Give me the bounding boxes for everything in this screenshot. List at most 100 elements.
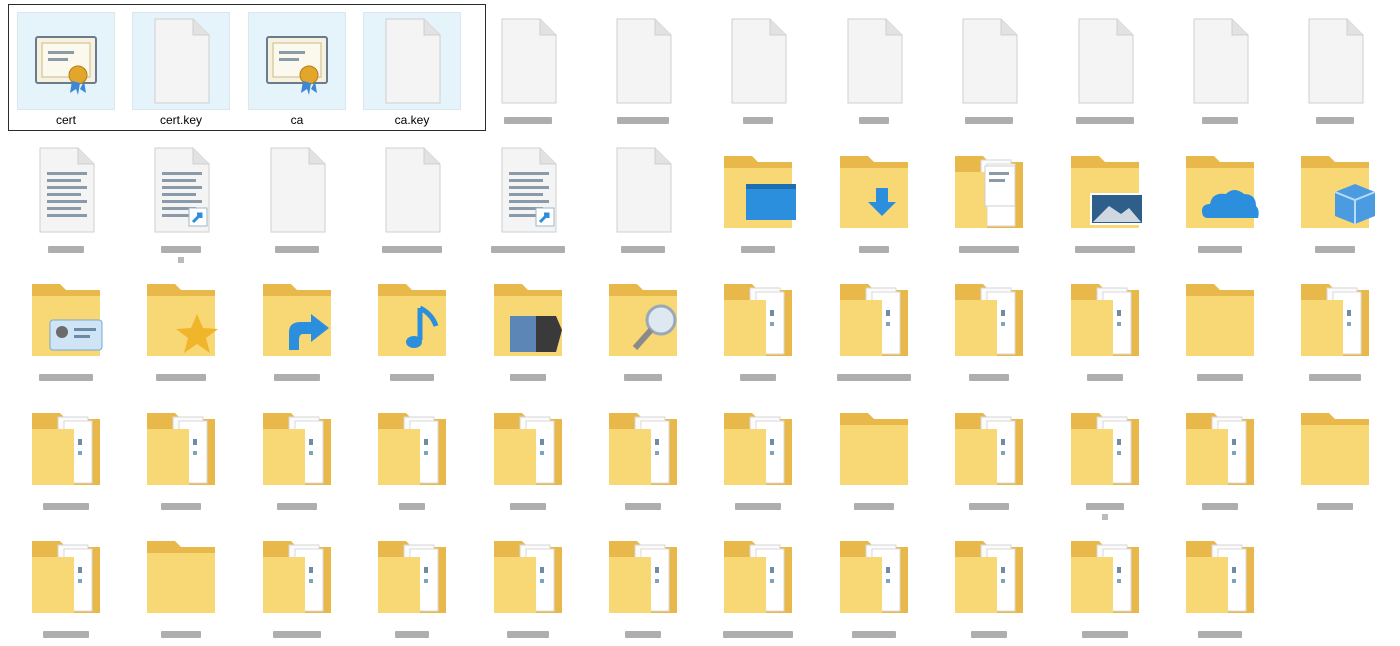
- obscured-name-label: [273, 631, 321, 638]
- item-thumbnail: [363, 398, 461, 496]
- file-item[interactable]: [585, 133, 701, 261]
- folder-item[interactable]: [816, 518, 932, 646]
- file-item[interactable]: ca: [239, 4, 355, 132]
- folder-item[interactable]: [816, 261, 932, 389]
- file-item[interactable]: [470, 4, 586, 132]
- folder-with-files-icon: [1186, 413, 1254, 485]
- folder-item[interactable]: [239, 261, 355, 389]
- file-item[interactable]: [354, 133, 470, 261]
- file-item[interactable]: [1277, 4, 1393, 132]
- folder-with-files-icon: [263, 413, 331, 485]
- folder-item[interactable]: [1277, 261, 1393, 389]
- file-item[interactable]: [1162, 4, 1278, 132]
- folder-item[interactable]: [470, 518, 586, 646]
- file-name-label: cert: [55, 113, 76, 127]
- folder-item[interactable]: [8, 518, 124, 646]
- folder-item[interactable]: [1047, 261, 1163, 389]
- item-thumbnail: [479, 526, 577, 624]
- obscured-name-label: [854, 503, 894, 510]
- folder-item[interactable]: [585, 261, 701, 389]
- folder-item[interactable]: [123, 261, 239, 389]
- item-thumbnail: [594, 269, 692, 367]
- folder-item[interactable]: [700, 261, 816, 389]
- folder-item[interactable]: [354, 390, 470, 518]
- item-thumbnail: [1171, 398, 1269, 496]
- folder-item[interactable]: [1162, 133, 1278, 261]
- folder-item[interactable]: [1162, 261, 1278, 389]
- obscured-name-label: [1316, 117, 1354, 124]
- folder-item[interactable]: [8, 261, 124, 389]
- folder-item[interactable]: [1047, 133, 1163, 261]
- obscured-name-label: [859, 246, 889, 253]
- obscured-name-label: [156, 374, 206, 381]
- item-thumbnail: [825, 398, 923, 496]
- folder-item[interactable]: [1047, 390, 1163, 520]
- obscured-name-label: [510, 374, 546, 381]
- folder-item[interactable]: [1047, 518, 1163, 646]
- folder-item[interactable]: [931, 390, 1047, 518]
- folder-item[interactable]: [700, 133, 816, 261]
- folder-item[interactable]: [585, 518, 701, 646]
- folder-with-files-icon: [494, 413, 562, 485]
- file-item[interactable]: [123, 133, 239, 263]
- folder-with-files-icon: [147, 413, 215, 485]
- file-item[interactable]: cert: [8, 4, 124, 132]
- file-item[interactable]: ca.key: [354, 4, 470, 132]
- item-thumbnail: [594, 141, 692, 239]
- obscured-name-label: [1309, 374, 1361, 381]
- folder-item[interactable]: [239, 390, 355, 518]
- pictures-folder-icon: [1071, 156, 1144, 228]
- obscured-name-label: [161, 631, 201, 638]
- file-item[interactable]: [239, 133, 355, 261]
- folder-item[interactable]: [1277, 133, 1393, 261]
- file-item[interactable]: cert.key: [123, 4, 239, 132]
- folder-item[interactable]: [239, 518, 355, 646]
- downloads-folder-icon: [840, 156, 908, 228]
- folder-item[interactable]: [123, 390, 239, 518]
- favorites-folder-icon: [147, 284, 218, 356]
- folder-item[interactable]: [354, 518, 470, 646]
- folder-with-files-icon: [955, 413, 1023, 485]
- folder-item[interactable]: [1162, 390, 1278, 518]
- folder-with-files-icon: [724, 413, 792, 485]
- folder-item[interactable]: [700, 518, 816, 646]
- folder-with-files-icon: [1071, 413, 1139, 485]
- item-thumbnail: [479, 141, 577, 239]
- obscured-name-label: [1075, 246, 1135, 253]
- file-item[interactable]: [470, 133, 586, 261]
- obscured-name-label: [743, 117, 773, 124]
- folder-item[interactable]: [470, 261, 586, 389]
- folder-item[interactable]: [1162, 518, 1278, 646]
- file-item[interactable]: [816, 4, 932, 132]
- file-item[interactable]: [1047, 4, 1163, 132]
- file-item[interactable]: [585, 4, 701, 132]
- folder-with-files-icon: [840, 541, 908, 613]
- folder-item[interactable]: [1277, 390, 1393, 518]
- item-thumbnail: [479, 12, 577, 110]
- folder-item[interactable]: [700, 390, 816, 518]
- folder-item[interactable]: [470, 390, 586, 518]
- folder-item[interactable]: [931, 133, 1047, 261]
- file-item[interactable]: [931, 4, 1047, 132]
- folder-item[interactable]: [8, 390, 124, 518]
- folder-item[interactable]: [123, 518, 239, 646]
- item-thumbnail: [709, 526, 807, 624]
- file-item[interactable]: [8, 133, 124, 261]
- file-item[interactable]: [700, 4, 816, 132]
- blank-file-icon: [731, 18, 787, 104]
- item-thumbnail: [940, 12, 1038, 110]
- 3d-objects-folder-icon: [1301, 156, 1376, 228]
- folder-item[interactable]: [585, 390, 701, 518]
- obscured-name-label: [277, 503, 317, 510]
- folder-item[interactable]: [931, 518, 1047, 646]
- obscured-name-label: [1087, 374, 1123, 381]
- obscured-name-label: [48, 246, 84, 253]
- folder-with-files-icon: [840, 284, 908, 356]
- folder-item[interactable]: [816, 133, 932, 261]
- folder-item[interactable]: [931, 261, 1047, 389]
- item-thumbnail: [132, 269, 230, 367]
- folder-item[interactable]: [354, 261, 470, 389]
- obscured-name-label: [965, 117, 1013, 124]
- folder-item[interactable]: [816, 390, 932, 518]
